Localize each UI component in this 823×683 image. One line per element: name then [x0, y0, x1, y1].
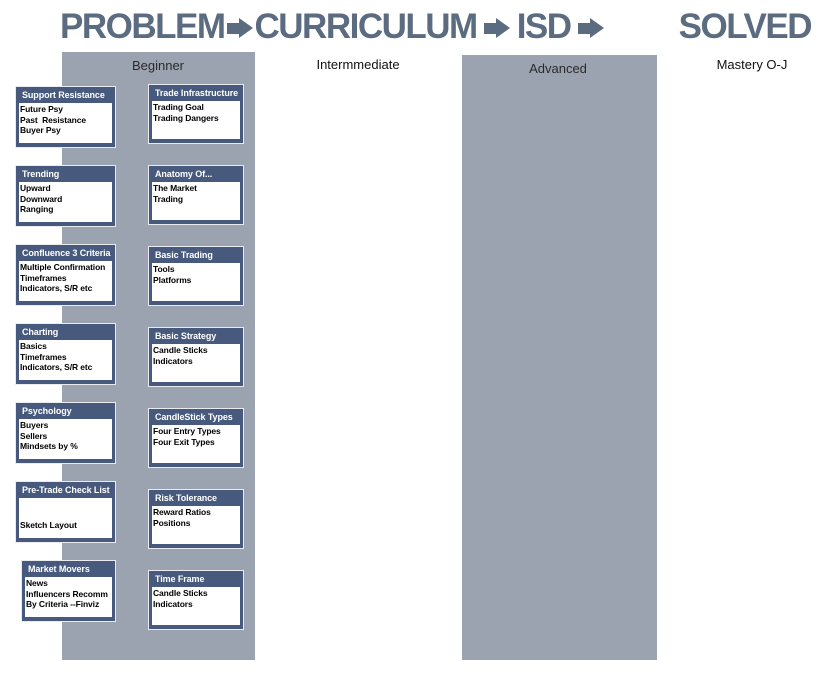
card-line: Indicators: [153, 355, 193, 366]
card-title: Anatomy Of...: [155, 169, 213, 179]
curriculum-card: Confluence 3 Criteria Multiple Confirmat…: [15, 244, 116, 306]
right-arrow-icon: [483, 18, 510, 38]
card-title: Risk Tolerance: [155, 493, 217, 503]
card-title: Trending: [22, 169, 60, 179]
card-line: Timeframes: [20, 272, 67, 283]
column-label-beginner: Beginner: [131, 58, 185, 73]
card-title: Support Resistance: [22, 90, 105, 100]
card-line: Buyers: [20, 420, 49, 430]
card-title: Market Movers: [28, 564, 90, 574]
card-line: Sketch Layout: [20, 520, 77, 530]
card-line: Sellers: [20, 430, 48, 441]
card-title: Psychology: [22, 406, 72, 416]
card-title: Basic Strategy: [155, 331, 217, 341]
card-title: Confluence 3 Criteria: [22, 248, 111, 258]
title-problem: PROBLEM: [60, 7, 226, 46]
card-line: Trading: [153, 193, 183, 204]
card-line: [20, 510, 112, 521]
card-line: Ranging: [20, 204, 54, 214]
card-title: CandleStick Types: [155, 412, 233, 422]
card-line: Mindsets by %: [20, 441, 78, 451]
card-line: The Market: [153, 183, 197, 193]
card-line: Buyer Psy: [20, 125, 61, 135]
right-arrow-icon: [226, 18, 253, 38]
card-line: Four Entry Types: [153, 426, 221, 436]
card-title: Basic Trading: [155, 250, 213, 260]
card-line: Upward: [20, 183, 51, 193]
advanced-column-panel: [462, 55, 657, 660]
card-title: Pre-Trade Check List: [22, 485, 110, 495]
title-solved: SOLVED: [678, 7, 813, 46]
card-line: [20, 499, 112, 510]
card-title: Time Frame: [155, 574, 205, 584]
title-isd: ISD: [516, 7, 572, 46]
right-arrow-icon: [577, 18, 604, 38]
card-line: Downward: [20, 193, 63, 204]
curriculum-card: Pre-Trade Check List Sketch Layout: [15, 481, 116, 543]
card-line: Candle Sticks: [153, 588, 208, 598]
card-line: Future Psy: [20, 104, 63, 114]
card-line: Indicators, S/R etc: [20, 283, 93, 293]
card-line: Timeframes: [20, 351, 67, 362]
card-line: Indicators: [153, 598, 193, 609]
card-line: Multiple Confirmation: [20, 262, 106, 272]
card-line: Four Exit Types: [153, 436, 215, 447]
card-line: Past Resistance: [20, 114, 86, 125]
card-line: Candle Sticks: [153, 345, 208, 355]
diagram-title: PROBLEM CURRICULUM ISD SOLVED: [60, 6, 813, 48]
card-line: Indicators, S/R etc: [20, 362, 93, 372]
card-title: Charting: [22, 327, 59, 337]
card-line: Tools: [153, 264, 175, 274]
card-line: Platforms: [153, 274, 192, 285]
card-line: Trading Dangers: [153, 112, 219, 123]
card-line: Trading Goal: [153, 102, 204, 112]
card-line: Basics: [20, 341, 47, 351]
card-line: News: [26, 578, 48, 588]
card-line: Positions: [153, 517, 191, 528]
column-label-intermediate: Intermmediate: [316, 57, 400, 72]
card-line: Reward Ratios: [153, 507, 211, 517]
title-curriculum: CURRICULUM: [254, 7, 479, 46]
card-title: Trade Infrastructure: [155, 88, 239, 98]
card-body: Sketch Layout: [19, 498, 112, 538]
column-label-mastery: Mastery O-J: [716, 57, 788, 72]
card-line: Influencers Recomm: [26, 588, 108, 599]
column-label-advanced: Advanced: [529, 61, 587, 76]
card-line: By Criteria --Finviz: [26, 599, 100, 609]
